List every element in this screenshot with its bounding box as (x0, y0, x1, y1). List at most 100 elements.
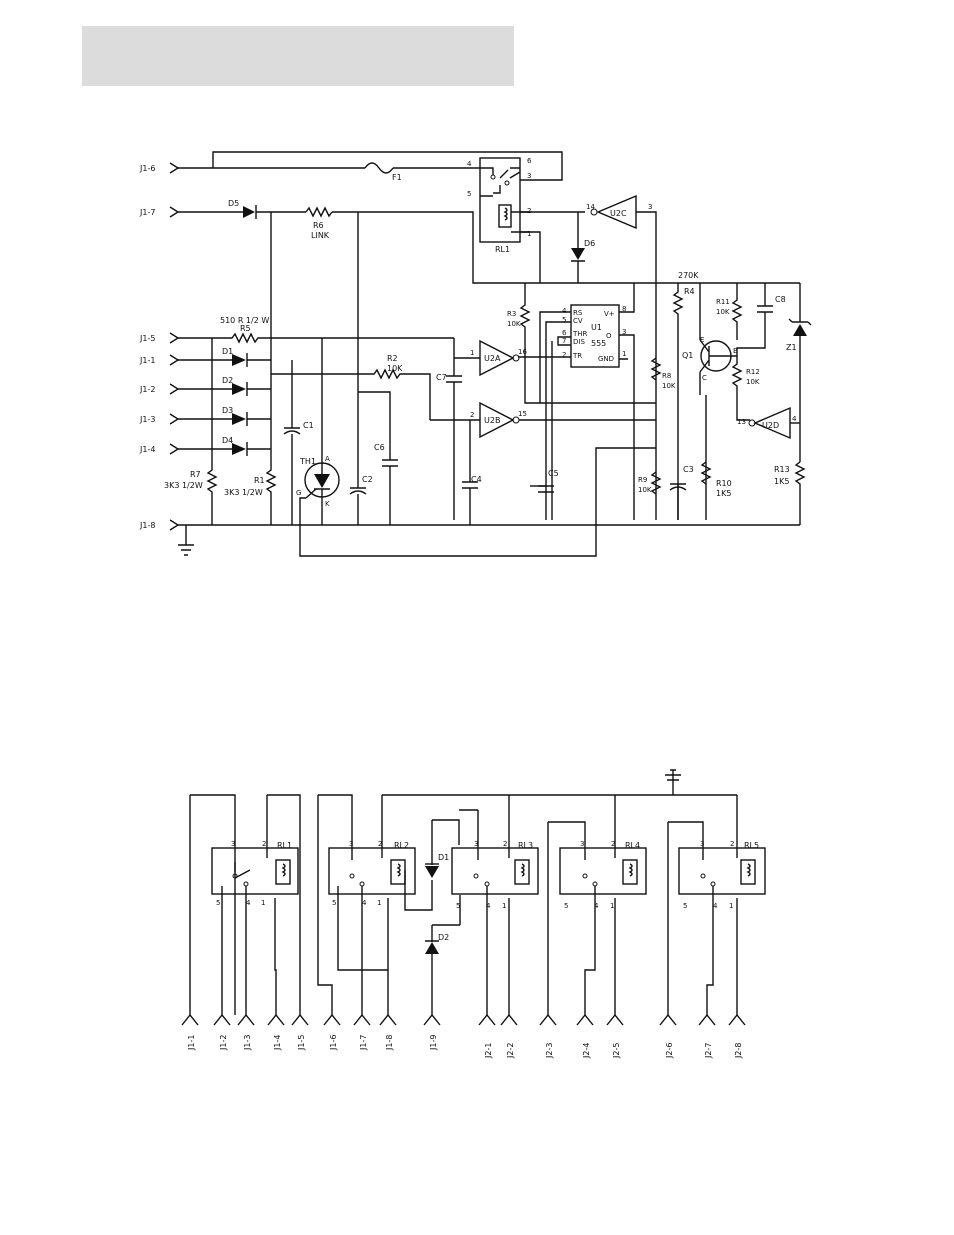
svg-text:2: 2 (611, 840, 615, 848)
svg-text:10K: 10K (746, 378, 760, 386)
svg-text:J1-8: J1-8 (139, 521, 155, 530)
connector-j1-8: J1-8 (139, 519, 180, 531)
diode-d1-bottom: D1 (425, 819, 460, 878)
transistor-q1: Q1 E B C (682, 336, 738, 382)
svg-text:K: K (325, 500, 330, 508)
svg-text:J1-7: J1-7 (359, 1035, 368, 1051)
svg-text:10K: 10K (662, 382, 676, 390)
svg-text:RL1: RL1 (495, 245, 510, 254)
svg-text:THR: THR (572, 330, 588, 338)
svg-text:1: 1 (527, 230, 531, 238)
svg-text:14: 14 (586, 203, 595, 211)
resistor-r11 (731, 283, 743, 340)
svg-text:4: 4 (467, 160, 472, 168)
svg-text:Z1: Z1 (786, 343, 797, 352)
svg-text:O: O (606, 332, 612, 340)
svg-text:C4: C4 (471, 475, 482, 484)
svg-text:J2-6: J2-6 (665, 1043, 674, 1059)
svg-text:5: 5 (683, 902, 687, 910)
svg-text:J1-9: J1-9 (429, 1035, 438, 1051)
svg-text:5: 5 (467, 190, 471, 198)
svg-text:7: 7 (562, 337, 566, 345)
svg-text:R6: R6 (313, 221, 324, 230)
resistor-r3 (519, 283, 540, 404)
svg-text:5: 5 (562, 316, 566, 324)
svg-text:2: 2 (562, 351, 566, 359)
svg-text:U2C: U2C (610, 209, 627, 218)
svg-text:3: 3 (349, 840, 353, 848)
svg-text:R12: R12 (746, 368, 760, 376)
svg-text:6: 6 (562, 329, 567, 337)
svg-text:J1-4: J1-4 (139, 445, 155, 454)
svg-text:C2: C2 (362, 475, 373, 484)
svg-text:TH1: TH1 (299, 457, 316, 466)
capacitor-c4 (462, 420, 478, 525)
svg-text:3: 3 (622, 328, 626, 336)
capacitor-c6 (358, 391, 398, 525)
svg-text:5: 5 (216, 899, 220, 907)
svg-text:4: 4 (713, 902, 718, 910)
svg-text:3: 3 (474, 840, 478, 848)
svg-text:555: 555 (591, 339, 606, 348)
svg-text:R4: R4 (684, 287, 695, 296)
svg-text:E: E (700, 336, 704, 344)
svg-text:J2-4: J2-4 (582, 1043, 591, 1059)
svg-text:3: 3 (580, 840, 584, 848)
svg-text:RL1: RL1 (277, 841, 292, 850)
svg-text:6: 6 (527, 157, 532, 165)
svg-text:3: 3 (700, 840, 704, 848)
svg-text:10K: 10K (716, 308, 730, 316)
diode-d6: D6 (571, 212, 595, 283)
buffer-u2d: U2D 13 4 (737, 406, 797, 440)
thyristor-th1: TH1 A K G (296, 338, 340, 525)
resistor-r7 (206, 338, 218, 525)
diode-d3: D3 (178, 406, 271, 426)
resistor-r6 (305, 206, 333, 218)
svg-text:RL3: RL3 (518, 841, 533, 850)
svg-text:C8: C8 (775, 295, 786, 304)
svg-text:16: 16 (518, 348, 527, 356)
resistor-r4 (672, 283, 684, 520)
svg-text:J1-2: J1-2 (219, 1035, 228, 1051)
svg-text:1: 1 (610, 902, 614, 910)
svg-text:270K: 270K (678, 271, 699, 280)
svg-text:A: A (325, 455, 330, 463)
top-circuit: J1-6 J1-7 J1-5 J1-1 J1-2 J1-3 J1-4 J1-8 (139, 151, 812, 557)
svg-text:RL5: RL5 (744, 841, 759, 850)
capacitor-c1 (283, 360, 301, 525)
svg-text:Q1: Q1 (682, 351, 693, 360)
zener-z1: Z1 (786, 283, 812, 462)
svg-text:J1-4: J1-4 (273, 1035, 282, 1051)
bottom-circuit: RL1 3 2 5 4 1 RL2 3 2 5 4 1 (181, 769, 766, 1059)
ground-icon-bottom (665, 769, 681, 795)
connector-j1-6: J1-6 (139, 162, 180, 174)
svg-text:J1-2: J1-2 (139, 385, 155, 394)
svg-text:R8: R8 (662, 372, 671, 380)
svg-text:CV: CV (573, 317, 583, 325)
svg-text:C1: C1 (303, 421, 314, 430)
svg-text:4: 4 (486, 902, 491, 910)
svg-text:J2-2: J2-2 (506, 1043, 515, 1059)
svg-text:2: 2 (378, 840, 382, 848)
svg-text:4: 4 (792, 415, 797, 423)
svg-text:1K5: 1K5 (774, 477, 789, 486)
svg-text:RL4: RL4 (625, 841, 640, 850)
relay-rl1-bottom: RL1 3 2 5 4 1 (190, 794, 301, 1015)
svg-text:D1: D1 (438, 853, 449, 862)
resistor-r12 (731, 350, 750, 421)
bottom-connectors: J1-1 J1-2 J1-3 J1-4 J1-5 J1-6 J1-7 J1-8 … (181, 1013, 746, 1059)
connector-j1-5: J1-5 (139, 332, 180, 344)
connector-j1-2: J1-2 (139, 383, 180, 395)
svg-text:D4: D4 (222, 436, 233, 445)
svg-text:J2-3: J2-3 (545, 1043, 554, 1059)
svg-text:1: 1 (470, 349, 474, 357)
svg-text:510 R 1/2 W: 510 R 1/2 W (220, 316, 269, 325)
svg-text:R1: R1 (254, 476, 265, 485)
svg-text:5: 5 (332, 899, 336, 907)
svg-text:4: 4 (362, 899, 367, 907)
svg-text:3: 3 (231, 840, 235, 848)
diode-d1: D1 (178, 347, 271, 367)
svg-text:F1: F1 (392, 173, 402, 182)
relay-rl2: RL2 3 2 5 4 1 (317, 794, 433, 1015)
svg-text:R10: R10 (716, 479, 732, 488)
